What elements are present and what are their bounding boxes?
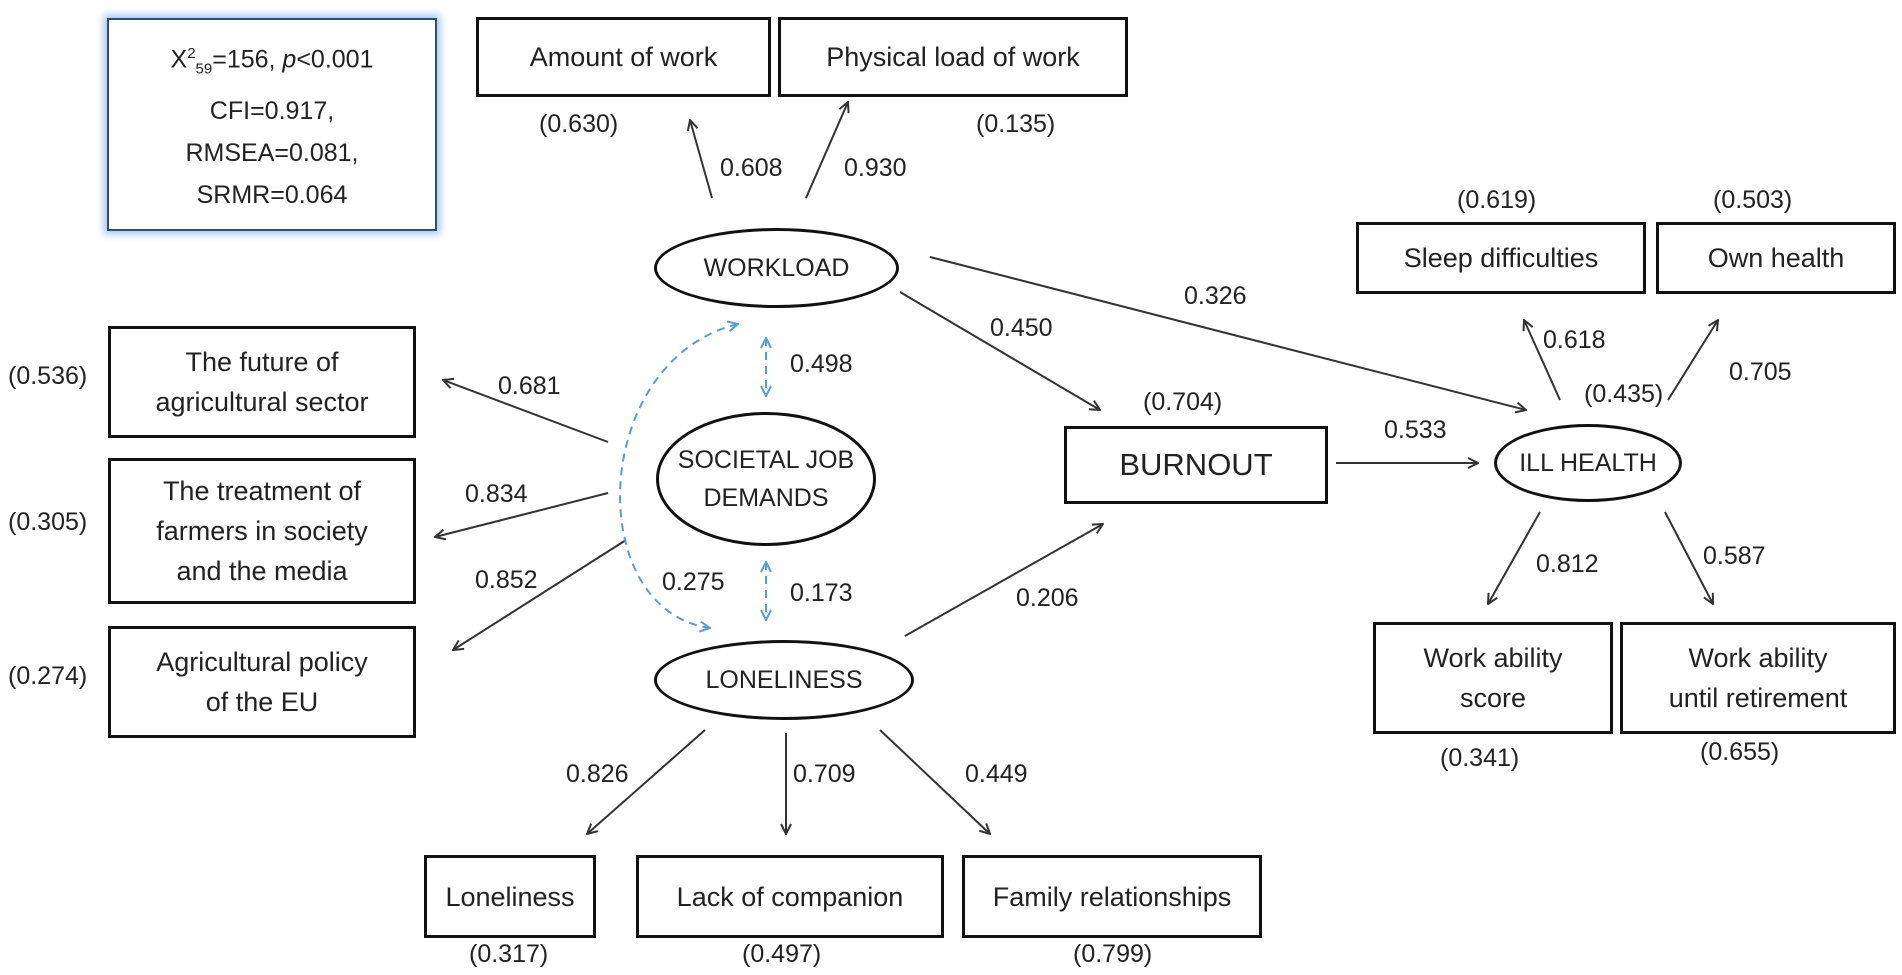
loading-societal-policy: 0.852 xyxy=(475,566,538,594)
loading-societal-treatment: 0.834 xyxy=(465,480,528,508)
fit-statistics-box: X259=156, p<0.001 CFI=0.917, RMSEA=0.081… xyxy=(107,18,437,231)
arrow-workload-physical xyxy=(805,102,848,199)
covariance-workload-loneliness xyxy=(619,324,738,628)
residual-lack-of-companion: (0.497) xyxy=(742,940,822,968)
rmsea-line: RMSEA=0.081, xyxy=(185,139,359,168)
arrow-workload-burnout xyxy=(899,291,1100,410)
srmr-line: SRMR=0.064 xyxy=(196,181,348,210)
arrow-workload-illhealth xyxy=(929,256,1526,410)
latent-ill-health: ILL HEALTH xyxy=(1494,424,1682,502)
arrow-workload-amount xyxy=(690,120,713,199)
residual-future-agri: (0.536) xyxy=(8,362,88,390)
residual-ill-health: (0.435) xyxy=(1584,380,1664,408)
indicator-work-ability-until-retirement: Work ability until retirement xyxy=(1620,622,1896,734)
arrow-societal-future xyxy=(443,380,609,443)
loading-lonely-loneliness: 0.826 xyxy=(566,760,629,788)
path-workload-burnout: 0.450 xyxy=(990,314,1053,342)
latent-workload: WORKLOAD xyxy=(654,228,899,308)
arrow-societal-policy xyxy=(453,539,627,650)
path-workload-illhealth: 0.326 xyxy=(1184,282,1247,310)
residual-burnout: (0.704) xyxy=(1143,388,1223,416)
indicator-agricultural-policy-eu: Agricultural policy of the EU xyxy=(108,626,416,738)
arrow-loneliness-loneliness xyxy=(587,729,706,834)
indicator-amount-of-work: Amount of work xyxy=(476,17,771,97)
residual-agri-policy: (0.274) xyxy=(8,662,88,690)
residual-work-ability-retirement: (0.655) xyxy=(1700,738,1780,766)
loading-workload-physical: 0.930 xyxy=(844,154,907,182)
arrow-loneliness-burnout xyxy=(904,524,1103,637)
chi-square-line: X259=156, p<0.001 xyxy=(170,44,374,78)
latent-burnout: BURNOUT xyxy=(1064,426,1328,504)
path-burnout-illhealth: 0.533 xyxy=(1384,416,1447,444)
cfi-line: CFI=0.917, xyxy=(209,97,335,126)
covariance-label-workload-loneliness: 0.275 xyxy=(662,568,725,596)
latent-loneliness: LONELINESS xyxy=(654,640,914,720)
residual-treatment-farmers: (0.305) xyxy=(8,508,88,536)
residual-family-relationships: (0.799) xyxy=(1073,940,1153,968)
covariance-label-workload-societal: 0.498 xyxy=(790,350,853,378)
indicator-sleep-difficulties: Sleep difficulties xyxy=(1356,222,1646,294)
indicator-lack-of-companion: Lack of companion xyxy=(636,855,944,938)
indicator-future-of-agricultural-sector: The future of agricultural sector xyxy=(108,326,416,438)
indicator-own-health: Own health xyxy=(1656,222,1896,294)
residual-own-health: (0.503) xyxy=(1713,186,1793,214)
loading-societal-future: 0.681 xyxy=(498,372,561,400)
residual-amount-of-work: (0.630) xyxy=(539,110,619,138)
latent-societal-job-demands: SOCIETAL JOB DEMANDS xyxy=(656,412,876,546)
indicator-family-relationships: Family relationships xyxy=(962,855,1262,938)
indicator-work-ability-score: Work ability score xyxy=(1373,622,1613,734)
loading-ill-score: 0.812 xyxy=(1536,550,1599,578)
arrow-societal-treatment xyxy=(435,492,609,537)
loading-ill-own: 0.705 xyxy=(1729,358,1792,386)
arrow-loneliness-family xyxy=(879,729,990,834)
loading-lonely-companion: 0.709 xyxy=(793,760,856,788)
covariance-label-societal-loneliness: 0.173 xyxy=(790,579,853,607)
arrow-illhealth-score xyxy=(1488,511,1541,604)
indicator-treatment-of-farmers: The treatment of farmers in society and … xyxy=(108,458,416,604)
arrow-illhealth-retirement xyxy=(1664,511,1713,604)
indicator-physical-load-of-work: Physical load of work xyxy=(778,17,1128,97)
residual-work-ability-score: (0.341) xyxy=(1440,744,1520,772)
path-loneliness-burnout: 0.206 xyxy=(1016,584,1079,612)
loading-ill-retirement: 0.587 xyxy=(1703,542,1766,570)
arrow-illhealth-own xyxy=(1667,320,1718,401)
indicator-loneliness: Loneliness xyxy=(424,855,596,938)
loading-lonely-family: 0.449 xyxy=(965,760,1028,788)
residual-physical-load: (0.135) xyxy=(976,110,1056,138)
loading-workload-amount: 0.608 xyxy=(720,154,783,182)
loading-ill-sleep: 0.618 xyxy=(1543,326,1606,354)
residual-loneliness-indicator: (0.317) xyxy=(469,940,549,968)
arrow-illhealth-sleep xyxy=(1524,320,1561,401)
residual-sleep-difficulties: (0.619) xyxy=(1457,186,1537,214)
